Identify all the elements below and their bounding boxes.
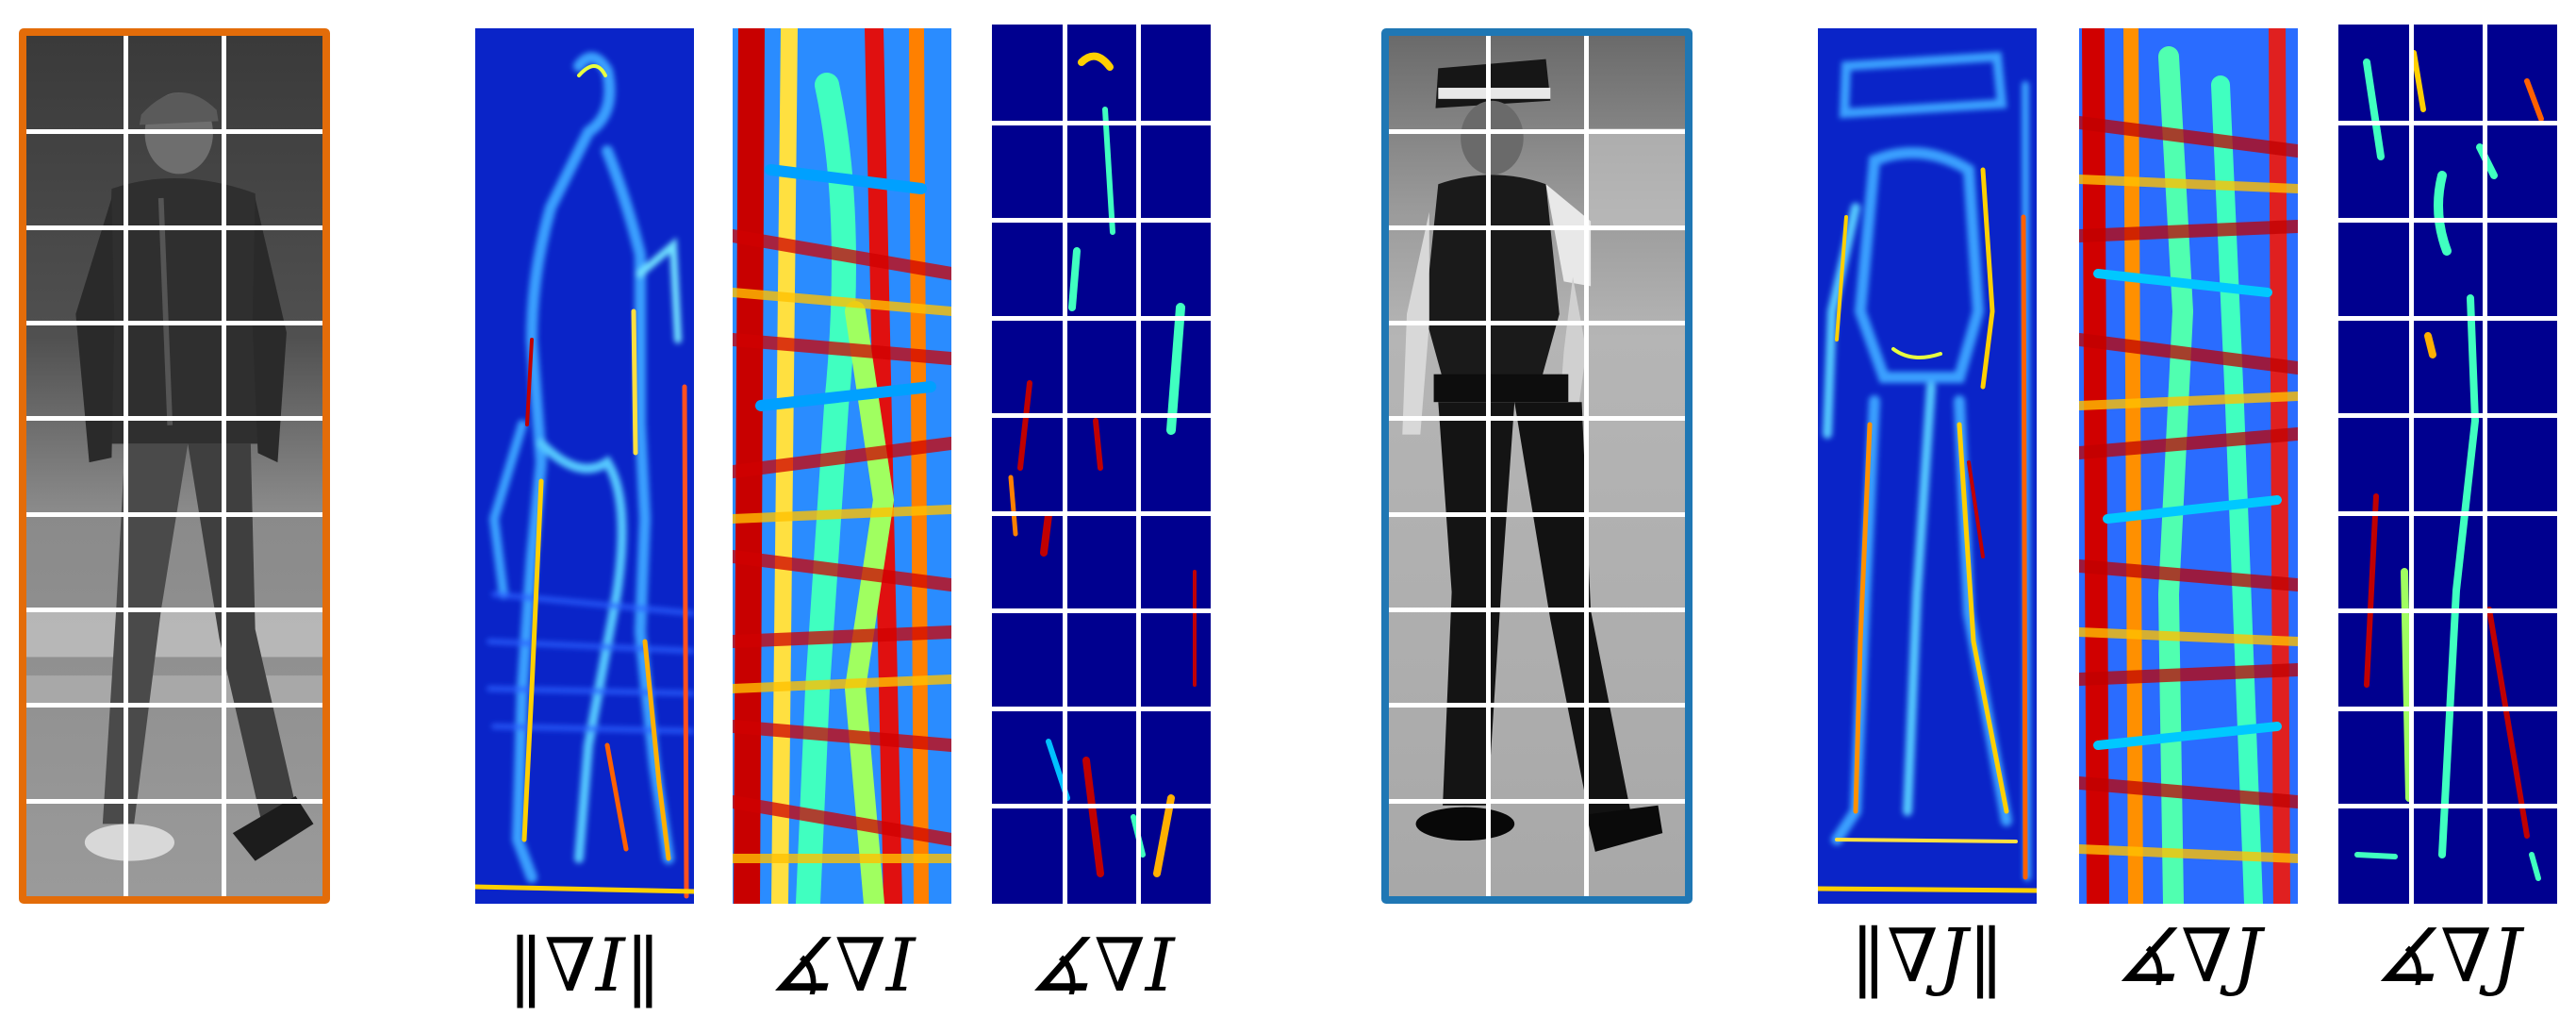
gradient-magnitude-label-i: ‖∇I‖: [507, 924, 662, 1008]
gradient-orientation-map-i: [733, 28, 951, 904]
photo-panel-j: [1381, 28, 1693, 904]
gradient-magnitude-map-i: [475, 28, 694, 904]
gradient-magnitude-label-j: ‖∇J‖: [1850, 914, 2005, 999]
grid-overlay: [2338, 25, 2557, 904]
masked-orientation-map-j: [2338, 25, 2557, 904]
gradient-orientation-map-j: [2079, 28, 2298, 904]
masked-orientation-map-i: [992, 25, 1211, 904]
photo-panel-i: [19, 28, 330, 904]
grid-overlay: [992, 25, 1211, 904]
gradient-magnitude-map-j: [1818, 28, 2037, 904]
masked-orientation-label-i: ∡∇I: [1028, 924, 1175, 1008]
pedestrian-photo: [26, 36, 322, 896]
gradient-orientation-label-j: ∡∇J: [2115, 914, 2262, 999]
gradient-orientation-label-i: ∡∇I: [768, 924, 916, 1008]
grid-overlay: [26, 36, 322, 896]
grid-overlay: [1389, 36, 1685, 896]
masked-orientation-label-j: ∡∇J: [2374, 914, 2521, 999]
